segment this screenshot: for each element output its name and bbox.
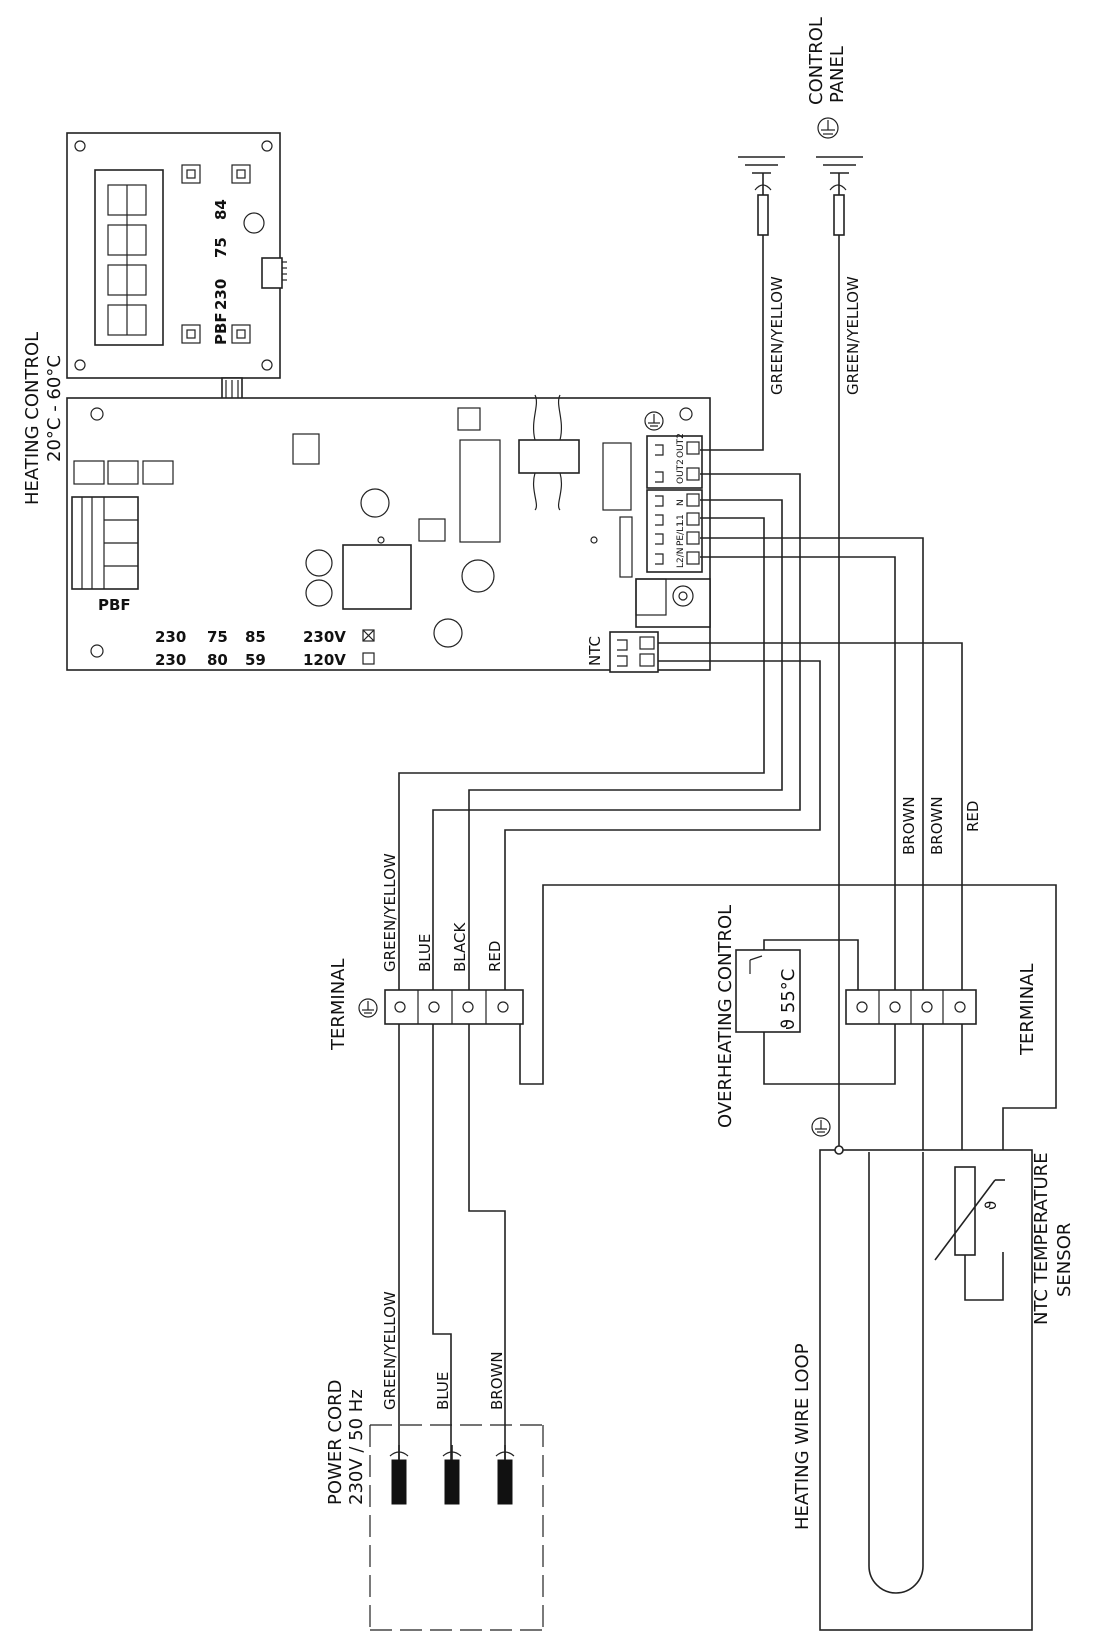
relay [342, 544, 412, 610]
display-pbf-label: PBF [212, 312, 230, 345]
heating-loop-label: HEATING WIRE LOOP [792, 1343, 813, 1530]
terminal-right-title: TERMINAL [1017, 963, 1038, 1056]
ntc-connector [609, 631, 659, 673]
main-board: PBF [66, 394, 711, 673]
set-key [181, 324, 201, 344]
overheating-value: ϑ 55°C [778, 969, 799, 1030]
terminal-right-wire-1: BROWN [900, 796, 918, 855]
control-panel-ground-icon [817, 117, 839, 139]
fuse-holder [635, 578, 711, 628]
heating-control-range: 20°C - 60°C [44, 355, 65, 462]
terminal-right [845, 989, 977, 1025]
digit-display [107, 184, 147, 336]
power-cord-wire-2: BLUE [434, 1372, 452, 1410]
ntc-sensor-symbol: ϑ [982, 1201, 1000, 1210]
ntc-sensor-line1: NTC TEMPERATURE [1031, 1152, 1052, 1325]
display-code-1: 230 [212, 279, 230, 310]
display-code-3: 84 [212, 199, 230, 220]
terminal-left-wire-2: BLUE [416, 934, 434, 972]
control-panel-line1: CONTROL [806, 17, 827, 105]
terminal-left-title: TERMINAL [328, 958, 349, 1051]
terminal-right-wire-2: BROWN [928, 796, 946, 855]
control-panel-wire-left: GREEN/YELLOW [768, 276, 786, 395]
power-cord-line2: 230V / 50 Hz [346, 1389, 367, 1505]
control-panel-wire-right: GREEN/YELLOW [844, 276, 862, 395]
tag-out2-b: OUT2 [676, 459, 686, 484]
up-key [181, 164, 201, 184]
tag-l2-n: L2/N [676, 547, 686, 568]
terminal-left [384, 989, 524, 1025]
voltage-code-table: 230 75 85 230 80 59 230V 120V [155, 628, 375, 669]
power-cord-wire-1: GREEN/YELLOW [381, 1291, 399, 1410]
transformer [518, 394, 580, 511]
terminal-left-wire-1: GREEN/YELLOW [381, 853, 399, 972]
overheating-title: OVERHEATING CONTROL [715, 905, 736, 1128]
tag-out2-a: OUT2 [676, 433, 686, 458]
control-panel-grounds [738, 156, 863, 236]
display-connector [261, 257, 283, 289]
code-r1-2: 75 [207, 628, 228, 646]
ntc-sensor: ϑ [934, 1166, 1005, 1301]
display-board: PBF 230 75 84 [66, 132, 287, 379]
tag-l1: L1 [676, 514, 686, 525]
terminal-left-ground-icon [358, 998, 378, 1018]
display-code-2: 75 [212, 237, 230, 258]
terminal-right-wire-3: RED [964, 801, 982, 832]
power-cord-plug [369, 1424, 544, 1631]
power-connector [71, 496, 139, 590]
mode-key [231, 324, 251, 344]
down-key [231, 164, 251, 184]
code-r1-1: 230 [155, 628, 186, 646]
board-pbf-label: PBF [98, 596, 131, 614]
terminal-left-wire-3: BLACK [451, 922, 469, 972]
power-cord-wire-3: BROWN [488, 1351, 506, 1410]
code-r2-1: 230 [155, 651, 186, 669]
heating-control-title: HEATING CONTROL [22, 332, 43, 505]
ntc-sensor-line2: SENSOR [1054, 1223, 1075, 1297]
heating-element [819, 1145, 1033, 1631]
tag-pe-l1: PE/L1 [676, 521, 686, 546]
tag-n: N [676, 499, 686, 506]
control-panel-line2: PANEL [827, 46, 848, 103]
heating-loop-ground-icon [811, 1117, 831, 1137]
code-r2-2: 80 [207, 651, 228, 669]
code-r2-3: 59 [245, 651, 266, 669]
voltage-230v: 230V [303, 628, 346, 646]
code-r1-3: 85 [245, 628, 266, 646]
power-cord-line1: POWER CORD [325, 1379, 346, 1505]
overheating-thermostat: ϑ 55°C [735, 949, 801, 1033]
output-terminal-block: OUT2 OUT2 N L1 PE/L1 L2/N [646, 433, 703, 573]
ntc-label: NTC [586, 636, 604, 666]
checkbox-120v [362, 652, 375, 665]
checkbox-230v [362, 629, 375, 642]
board-ground-icon [644, 411, 664, 431]
voltage-120v: 120V [303, 651, 346, 669]
terminal-left-wire-4: RED [486, 941, 504, 972]
